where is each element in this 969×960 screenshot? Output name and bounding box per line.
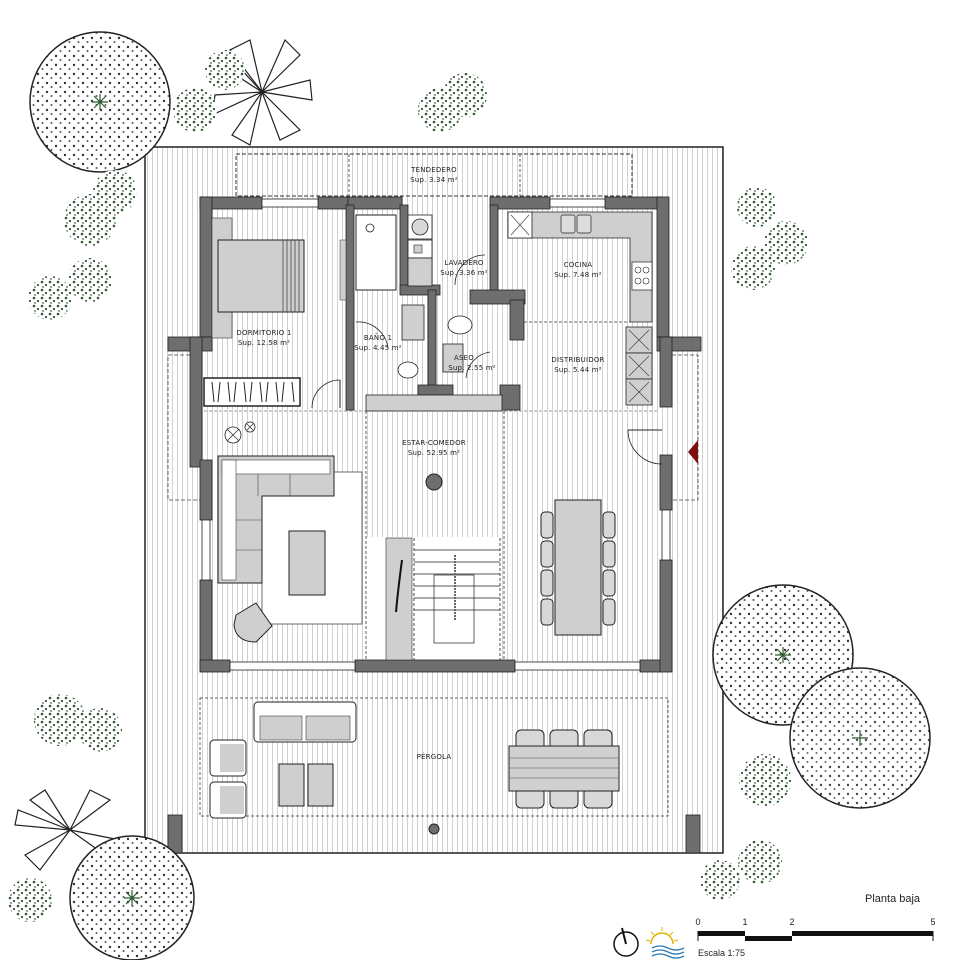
shrub-icon xyxy=(443,73,487,117)
plan-title: Planta baja xyxy=(865,893,921,905)
tree-icon xyxy=(69,835,195,960)
room-area-tendedero: Sup. 3.34 m² xyxy=(410,176,458,184)
shrub-icon xyxy=(731,246,775,290)
scale-tick-1: 1 xyxy=(742,917,747,927)
room-name-pergola: PÉRGOLA xyxy=(417,752,452,761)
room-distribuidor: DISTRIBUIDOR Sup. 5.44 m² xyxy=(551,326,653,406)
room-name-estar-comedor: ESTAR-COMEDOR xyxy=(402,439,466,447)
shrub-icon xyxy=(764,221,808,265)
shrub-icon xyxy=(737,187,777,227)
palm-icon xyxy=(14,789,121,871)
room-lavadero: LAVADERO Sup. 3.36 m² xyxy=(407,214,488,287)
room-area-aseo: Sup. 2.55 m² xyxy=(448,364,496,372)
shrub-icon xyxy=(739,754,791,806)
shrub-icon xyxy=(205,50,245,90)
room-area-estar-comedor: Sup. 52.95 m² xyxy=(408,449,460,457)
room-pergola: PÉRGOLA xyxy=(199,697,669,835)
room-dormitorio-1: DORMITORIO 1 Sup. 12.58 m² xyxy=(203,217,341,409)
room-tendedero: TENDEDERO Sup. 3.34 m² xyxy=(235,153,633,197)
shrub-icon xyxy=(34,694,86,746)
room-name-cocina: COCINA xyxy=(564,261,593,269)
room-estar-comedor: ESTAR-COMEDOR Sup. 52.95 m² xyxy=(204,394,663,661)
north-arrow-icon xyxy=(613,927,639,957)
shrub-icon xyxy=(700,860,740,900)
legend: Planta baja 0 1 2 5 Escala 1:75 xyxy=(613,893,936,959)
room-name-tendedero: TENDEDERO xyxy=(410,166,457,174)
shrub-icon xyxy=(738,840,782,884)
sun-orientation-icon xyxy=(645,927,685,959)
walls xyxy=(167,196,702,854)
room-area-distribuidor: Sup. 5.44 m² xyxy=(554,366,602,374)
room-area-cocina: Sup. 7.48 m² xyxy=(554,271,602,279)
room-area-lavadero: Sup. 3.36 m² xyxy=(440,269,488,277)
shrub-icon xyxy=(64,194,116,246)
shrub-icon xyxy=(173,88,217,132)
scale-tick-2: 2 xyxy=(789,917,794,927)
room-area-dormitorio-1: Sup. 12.58 m² xyxy=(238,339,290,347)
vegetation xyxy=(8,31,931,960)
room-name-distribuidor: DISTRIBUIDOR xyxy=(551,356,604,364)
scale-tick-0: 0 xyxy=(695,917,700,927)
tree-icon xyxy=(29,31,171,173)
room-area-bano-1: Sup. 4.45 m² xyxy=(354,344,402,352)
room-name-aseo: ASEO xyxy=(454,354,474,362)
room-name-dormitorio-1: DORMITORIO 1 xyxy=(236,329,291,337)
room-name-lavadero: LAVADERO xyxy=(444,259,484,267)
room-aseo: ASEO Sup. 2.55 m² xyxy=(442,315,496,379)
scale-bar xyxy=(697,931,934,941)
room-bano-1: BAÑO 1 Sup. 4.45 m² xyxy=(339,214,425,379)
room-name-bano-1: BAÑO 1 xyxy=(364,333,392,342)
shrub-icon xyxy=(28,276,72,320)
shrub-icon xyxy=(68,258,112,302)
tree-icon xyxy=(789,667,931,809)
scale-tick-5: 5 xyxy=(930,917,935,927)
scale-caption: Escala 1:75 xyxy=(698,948,745,958)
shrub-icon xyxy=(78,708,122,752)
shrub-icon xyxy=(8,878,52,922)
entrance-marker-icon xyxy=(688,440,698,464)
windows xyxy=(201,198,671,671)
room-cocina: COCINA Sup. 7.48 m² xyxy=(507,211,653,323)
